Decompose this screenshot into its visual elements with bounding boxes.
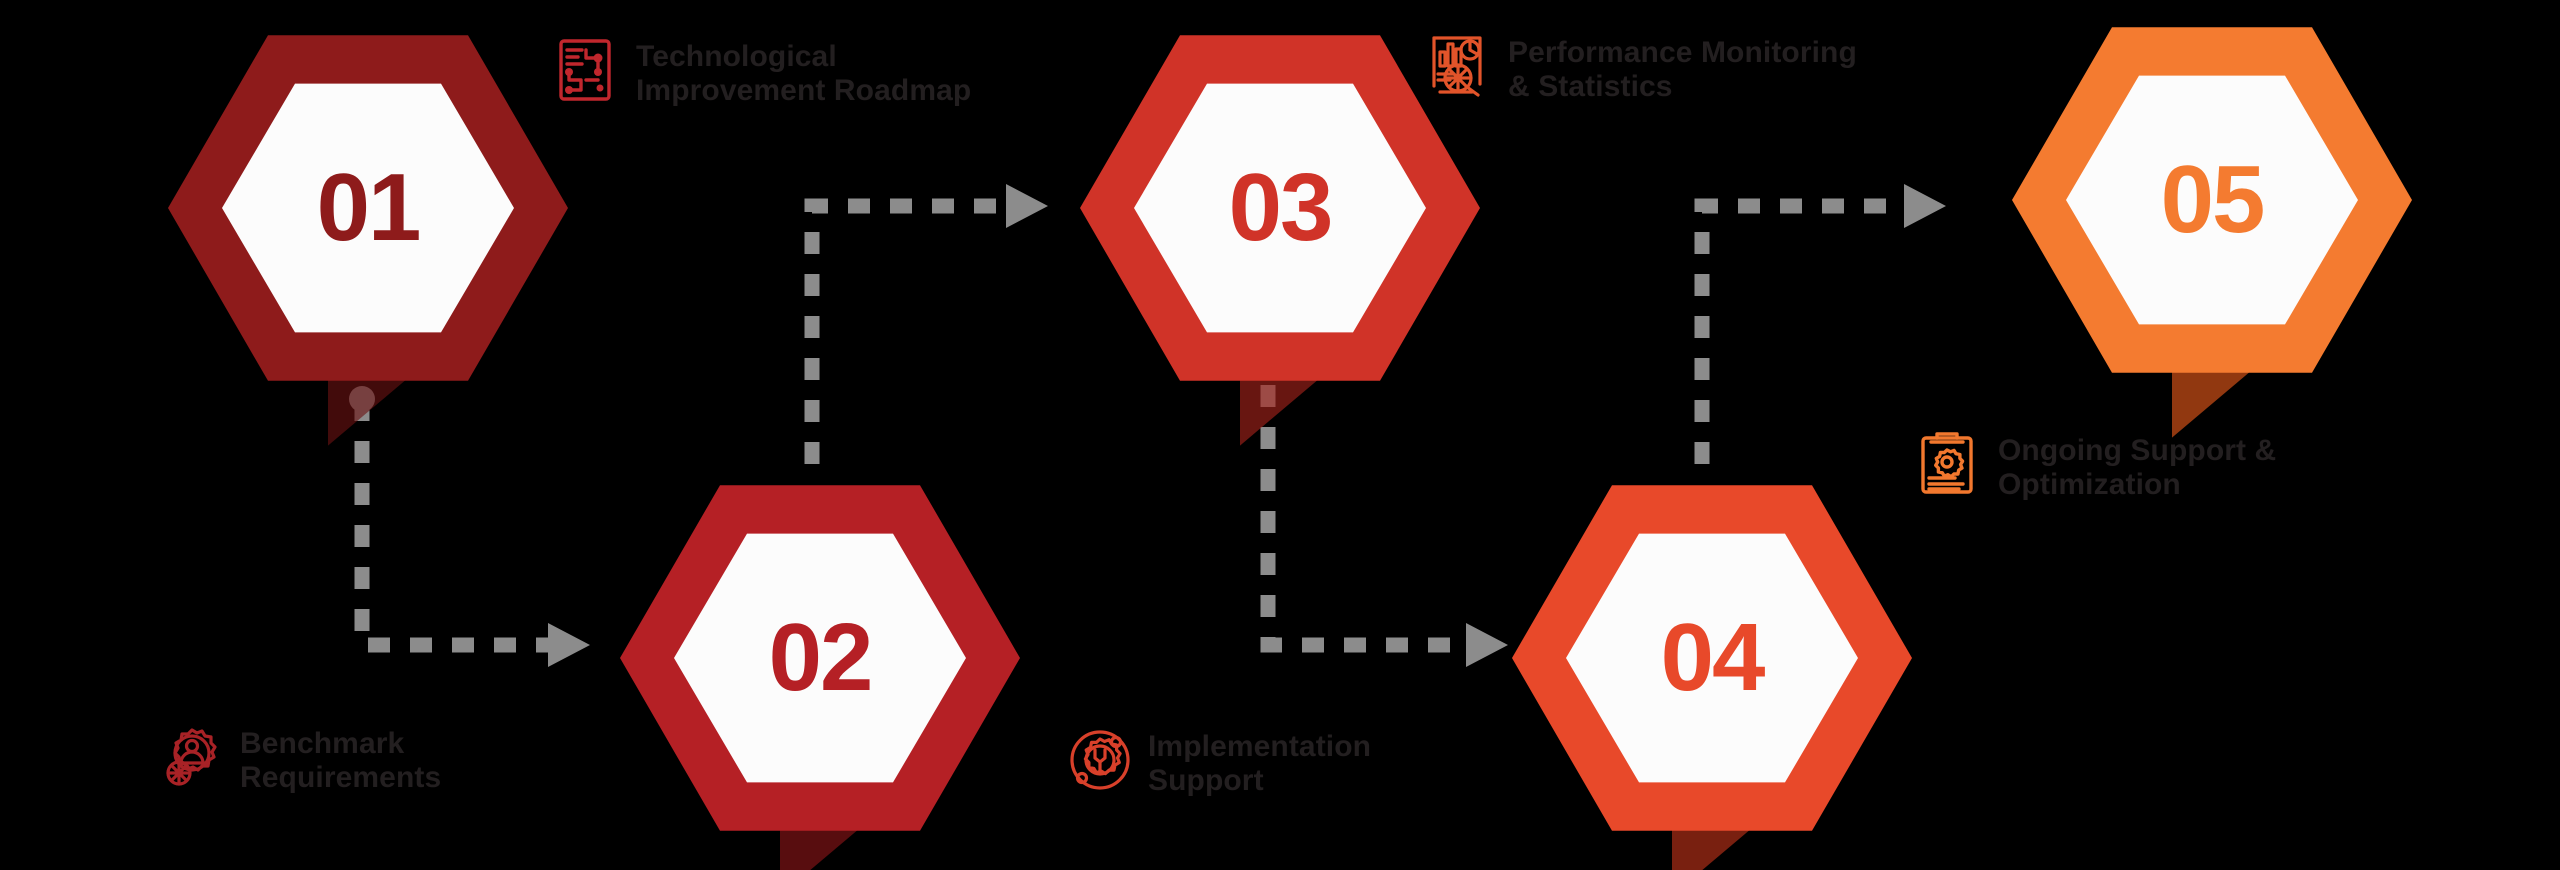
gear-person-icon [160, 725, 224, 789]
step-number-02: 02 [768, 603, 874, 711]
step-node-01[interactable]: 01 [168, 28, 568, 446]
connector-03-to-04 [1250, 385, 1530, 675]
connector-02-to-03 [796, 182, 1066, 472]
step-label-04: Implementation Support [1068, 728, 1588, 797]
gear-wrench-icon [1068, 728, 1132, 792]
step-label-05: Ongoing Support & Optimization [1918, 432, 2478, 501]
circuit-board-icon [556, 38, 620, 102]
step-label-text-05: Ongoing Support & Optimization [1998, 434, 2277, 501]
document-gear-icon [1918, 432, 1982, 496]
step-node-04[interactable]: 04 [1512, 478, 1912, 870]
step-label-03: Performance Monitoring & Statistics [1428, 34, 2028, 103]
step-number-03: 03 [1228, 153, 1334, 261]
step-label-text-01: Technological Improvement Roadmap [636, 40, 972, 107]
step-label-01: Technological Improvement Roadmap [556, 38, 1116, 107]
step-node-05[interactable]: 05 [2012, 20, 2412, 438]
step-label-text-03: Performance Monitoring & Statistics [1508, 36, 1857, 103]
step-number-05: 05 [2160, 145, 2266, 253]
step-node-02[interactable]: 02 [620, 478, 1020, 870]
connector-04-to-05 [1686, 182, 1966, 472]
step-number-04: 04 [1660, 603, 1766, 711]
performance-chart-icon [1428, 34, 1492, 98]
step-inner-05: 05 [2066, 75, 2358, 325]
step-label-text-02: Benchmark Requirements [240, 727, 442, 794]
step-number-01: 01 [316, 153, 422, 261]
step-inner-02: 02 [674, 533, 966, 783]
step-label-02: Benchmark Requirements [160, 725, 660, 794]
connector-01-to-02 [340, 385, 610, 675]
step-label-text-04: Implementation Support [1148, 730, 1372, 797]
step-node-03[interactable]: 03 [1080, 28, 1480, 446]
